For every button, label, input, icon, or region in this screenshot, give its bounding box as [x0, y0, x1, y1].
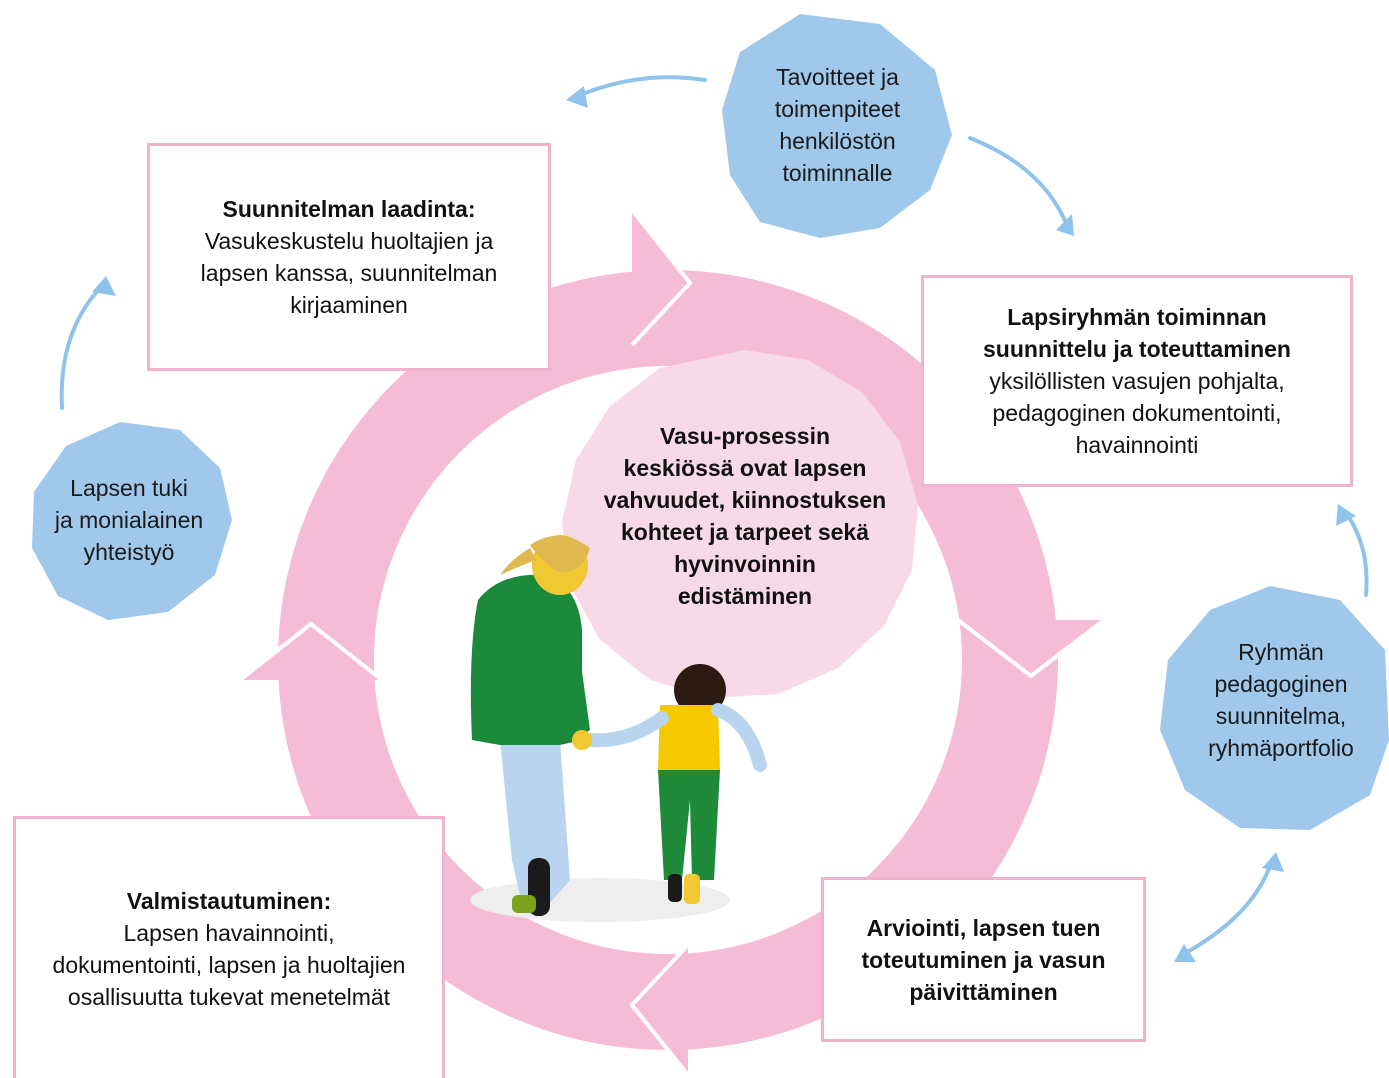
box-arviointi: Arviointi, lapsen tuen toteutuminen ja v… [821, 877, 1146, 1042]
box-title: suunnittelu ja toteuttaminen [983, 336, 1291, 362]
box-line: lapsen kanssa, suunnitelman [200, 260, 498, 286]
box-line: havainnointi [1075, 432, 1199, 458]
box-line: pedagoginen dokumentointi, [992, 400, 1282, 426]
arrow-double-bottom-right [1180, 858, 1274, 957]
center-circle [562, 350, 918, 698]
blob-lapsen-tuki-text: Lapsen tuki ja monialainen yhteistyö [34, 460, 224, 580]
arrow-up-right [1343, 510, 1369, 597]
box-suunnitelman-laadinta: Suunnitelman laadinta: Vasukeskustelu hu… [147, 143, 551, 371]
box-title: Arviointi, lapsen tuen [866, 914, 1101, 941]
center-line: edistäminen [677, 583, 813, 609]
center-line: vahvuudet, kiinnostuksen [603, 487, 887, 513]
blob-ryhman-text: Ryhmän pedagoginen suunnitelma, ryhmäpor… [1180, 630, 1382, 770]
blob-line: yhteistyö [83, 539, 175, 565]
center-line: keskiössä ovat lapsen [623, 455, 867, 481]
blob-line: suunnitelma, [1215, 703, 1347, 729]
ring-arrow-bottom [632, 945, 688, 1075]
blob-line: toiminnalle [782, 160, 893, 186]
blob-line: Ryhmän [1238, 639, 1324, 665]
box-title: päivittäminen [909, 978, 1058, 1005]
ring-arrow-top [632, 210, 690, 333]
box-title: Suunnitelman laadinta: [222, 196, 476, 222]
ring-arrow-right [958, 620, 1104, 676]
center-line: kohteet ja tarpeet sekä [620, 519, 869, 545]
box-title: Lapsiryhmän toiminnan [1007, 304, 1267, 330]
blob-line: Tavoitteet ja [776, 64, 899, 90]
process-ring [238, 208, 1106, 1077]
box-line: osallisuutta tukevat menetelmät [67, 983, 391, 1010]
box-line: Vasukeskustelu huoltajien ja [204, 228, 494, 254]
arrow-up-left [59, 282, 106, 410]
illustration-adult-child [470, 535, 767, 922]
box-line: Lapsen havainnointi, [123, 919, 335, 946]
box-title: toteutuminen ja vasun [861, 946, 1106, 973]
blob-line: ryhmäportfolio [1208, 735, 1354, 761]
blob-line: ja monialainen [54, 507, 204, 533]
blob-tavoitteet [722, 14, 952, 238]
blob-line: henkilöstön [779, 128, 896, 154]
box-line: dokumentointi, lapsen ja huoltajien [52, 951, 406, 978]
arrow-to-right-top [968, 136, 1070, 230]
blob-lapsen-tuki [32, 422, 232, 620]
box-line: yksilöllisten vasujen pohjalta, [989, 368, 1285, 394]
box-lapsiryhman-toiminnan: Lapsiryhmän toiminnan suunnittelu ja tot… [921, 275, 1353, 487]
box-title: Valmistautuminen: [126, 887, 332, 914]
blob-line: toimenpiteet [774, 96, 901, 122]
blob-ryhman [1160, 586, 1389, 830]
arrow-to-left-top [576, 75, 707, 98]
blob-line: pedagoginen [1214, 671, 1348, 697]
ring-arrow-left [240, 624, 382, 680]
box-valmistautuminen: Valmistautuminen: Lapsen havainnointi, d… [13, 816, 445, 1078]
center-statement: Vasu-prosessin keskiössä ovat lapsen vah… [582, 416, 908, 616]
center-line: Vasu-prosessin [659, 423, 831, 449]
center-line: hyvinvoinnin [674, 551, 816, 577]
blob-line: Lapsen tuki [70, 475, 188, 501]
box-line: kirjaaminen [290, 292, 408, 318]
blob-tavoitteet-text: Tavoitteet ja toimenpiteet henkilöstön t… [730, 40, 945, 210]
